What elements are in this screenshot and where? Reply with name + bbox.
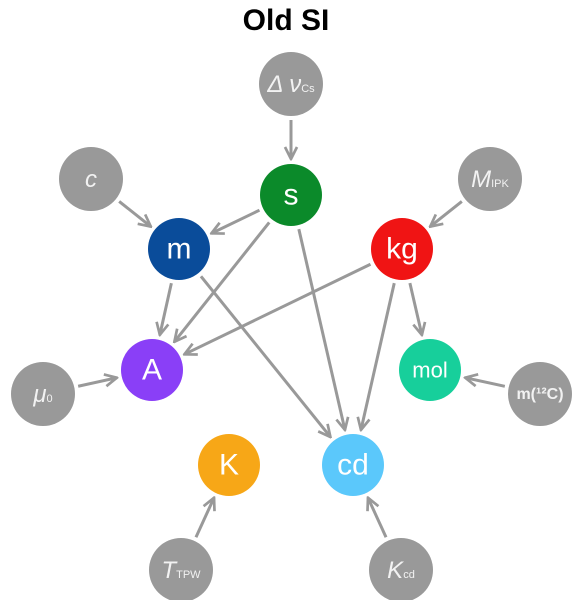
unit-circle — [371, 218, 433, 280]
constant-node-ttpw: TTPW — [149, 538, 213, 600]
unit-node-mol: mol — [399, 339, 461, 401]
unit-circle — [260, 164, 322, 226]
edge-c-to-m — [118, 200, 151, 226]
edges-layer — [77, 120, 506, 538]
edge-s-to-A — [174, 221, 271, 341]
constant-node-dvcs: Δ νCs — [259, 52, 323, 116]
unit-label: mol — [412, 358, 447, 383]
unit-node-A: A — [121, 339, 183, 401]
constant-circle — [458, 147, 522, 211]
constant-circle — [59, 147, 123, 211]
unit-circle — [322, 434, 384, 496]
unit-label: m — [167, 233, 192, 266]
constant-label: Δ νCs — [266, 71, 315, 98]
edge-s-to-m — [211, 208, 261, 233]
constant-circle — [11, 362, 75, 426]
diagram-title: Old SI — [242, 4, 330, 37]
unit-label: s — [284, 179, 299, 212]
constant-label: m(¹²C) — [516, 386, 563, 403]
edge-mu0-to-A — [77, 378, 117, 388]
unit-node-cd: cd — [322, 434, 384, 496]
constant-label: c — [85, 166, 97, 193]
constant-circle — [149, 538, 213, 600]
constant-circle — [508, 362, 572, 426]
constant-node-m12c: m(¹²C) — [508, 362, 572, 426]
edge-m-to-cd — [199, 275, 330, 437]
unit-label: K — [219, 449, 239, 482]
edge-kg-to-mol — [408, 282, 422, 335]
edge-kg-to-A — [184, 262, 372, 354]
constant-label: Kcd — [387, 557, 415, 584]
constant-label: μ0 — [32, 381, 52, 408]
constant-node-c: c — [59, 147, 123, 211]
constant-node-mu0: μ0 — [11, 362, 75, 426]
constant-label: MIPK — [471, 166, 509, 193]
unit-label: cd — [337, 449, 369, 482]
unit-node-s: s — [260, 164, 322, 226]
unit-label: A — [142, 354, 162, 387]
unit-circle — [121, 339, 183, 401]
edge-s-to-cd — [297, 228, 345, 430]
edge-m-to-A — [160, 282, 173, 335]
constant-circle — [369, 538, 433, 600]
unit-node-kg: kg — [371, 218, 433, 280]
edge-m12c-to-mol — [465, 378, 506, 388]
constant-node-mipk: MIPK — [458, 147, 522, 211]
edge-kcd-to-cd — [368, 498, 388, 538]
edge-kg-to-cd — [361, 282, 396, 430]
edge-mipk-to-kg — [430, 200, 463, 226]
constant-node-kcd: Kcd — [369, 538, 433, 600]
edge-ttpw-to-K — [194, 498, 214, 538]
unit-circle — [198, 434, 260, 496]
unit-circle — [148, 218, 210, 280]
unit-circle — [399, 339, 461, 401]
unit-node-K: K — [198, 434, 260, 496]
unit-label: kg — [386, 233, 418, 266]
constant-circle — [259, 52, 323, 116]
constant-label: TTPW — [161, 557, 201, 584]
unit-node-m: m — [148, 218, 210, 280]
